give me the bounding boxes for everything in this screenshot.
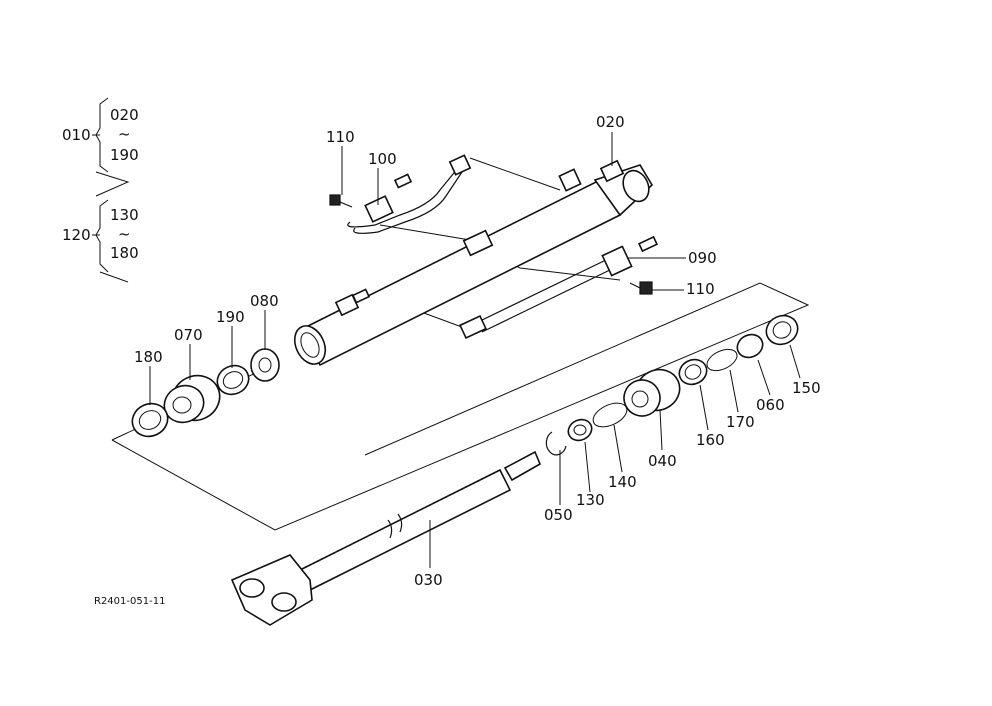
callout-leaders (149, 132, 801, 568)
callout-160[interactable]: 160 (696, 431, 725, 449)
callout-030[interactable]: 030 (414, 571, 443, 589)
bolt-090[interactable] (637, 235, 659, 253)
callout-labels: 020 110 100 090 110 080 190 070 180 150 … (134, 113, 821, 589)
fitting-clamp[interactable] (462, 229, 494, 257)
assembly-boundary-lines (111, 157, 810, 531)
callout-040[interactable]: 040 (648, 452, 677, 470)
bushing-060[interactable] (734, 331, 767, 362)
ring-160[interactable] (675, 355, 711, 389)
callout-100[interactable]: 100 (368, 150, 397, 168)
hydraulic-pipe-lower[interactable] (459, 245, 633, 340)
callout-150[interactable]: 150 (792, 379, 821, 397)
group-120-label[interactable]: 120 (62, 226, 91, 244)
ring-190[interactable] (213, 361, 254, 400)
group-010-label[interactable]: 010 (62, 126, 91, 144)
group-010-start[interactable]: 020 (110, 106, 139, 124)
group-010: 010 020 ~ 190 (62, 97, 139, 197)
callout-130[interactable]: 130 (576, 491, 605, 509)
callout-190[interactable]: 190 (216, 308, 245, 326)
grease-nipple[interactable] (334, 288, 371, 317)
seal-150[interactable] (762, 311, 803, 350)
nut-080[interactable] (250, 348, 280, 382)
group-010-end[interactable]: 190 (110, 146, 139, 164)
callout-060[interactable]: 060 (756, 396, 785, 414)
drawing-code: R2401-051-11 (94, 596, 165, 607)
seal-180[interactable] (127, 398, 173, 442)
group-120-tilde: ~ (118, 225, 131, 243)
bolt-upper-small[interactable] (393, 173, 413, 189)
callout-110-upper[interactable]: 110 (326, 128, 355, 146)
callout-140[interactable]: 140 (608, 473, 637, 491)
group-120: 120 130 ~ 180 (62, 199, 139, 283)
bolt-110-upper[interactable] (329, 194, 353, 208)
o-ring-170[interactable] (704, 345, 741, 375)
hydraulic-pipe-upper[interactable] (347, 154, 472, 234)
group-010-tilde: ~ (118, 125, 131, 143)
gland-040[interactable] (618, 363, 686, 422)
callout-180[interactable]: 180 (134, 348, 163, 366)
callout-090[interactable]: 090 (688, 249, 717, 267)
snap-ring-050[interactable] (545, 431, 567, 456)
callout-080[interactable]: 080 (250, 292, 279, 310)
callout-110-lower[interactable]: 110 (686, 280, 715, 298)
callout-070[interactable]: 070 (174, 326, 203, 344)
bolt-110-lower[interactable] (629, 281, 653, 295)
fitting-elbow[interactable] (558, 168, 582, 192)
group-120-end[interactable]: 180 (110, 244, 139, 262)
group-120-start[interactable]: 130 (110, 206, 139, 224)
piston-rod-030[interactable] (230, 450, 542, 626)
piston-070[interactable] (158, 368, 227, 429)
callout-170[interactable]: 170 (726, 413, 755, 431)
cylinder-tube[interactable] (289, 159, 654, 369)
callout-050[interactable]: 050 (544, 506, 573, 524)
o-ring-140[interactable] (589, 398, 630, 431)
callout-020[interactable]: 020 (596, 113, 625, 131)
ring-130[interactable] (565, 416, 595, 444)
